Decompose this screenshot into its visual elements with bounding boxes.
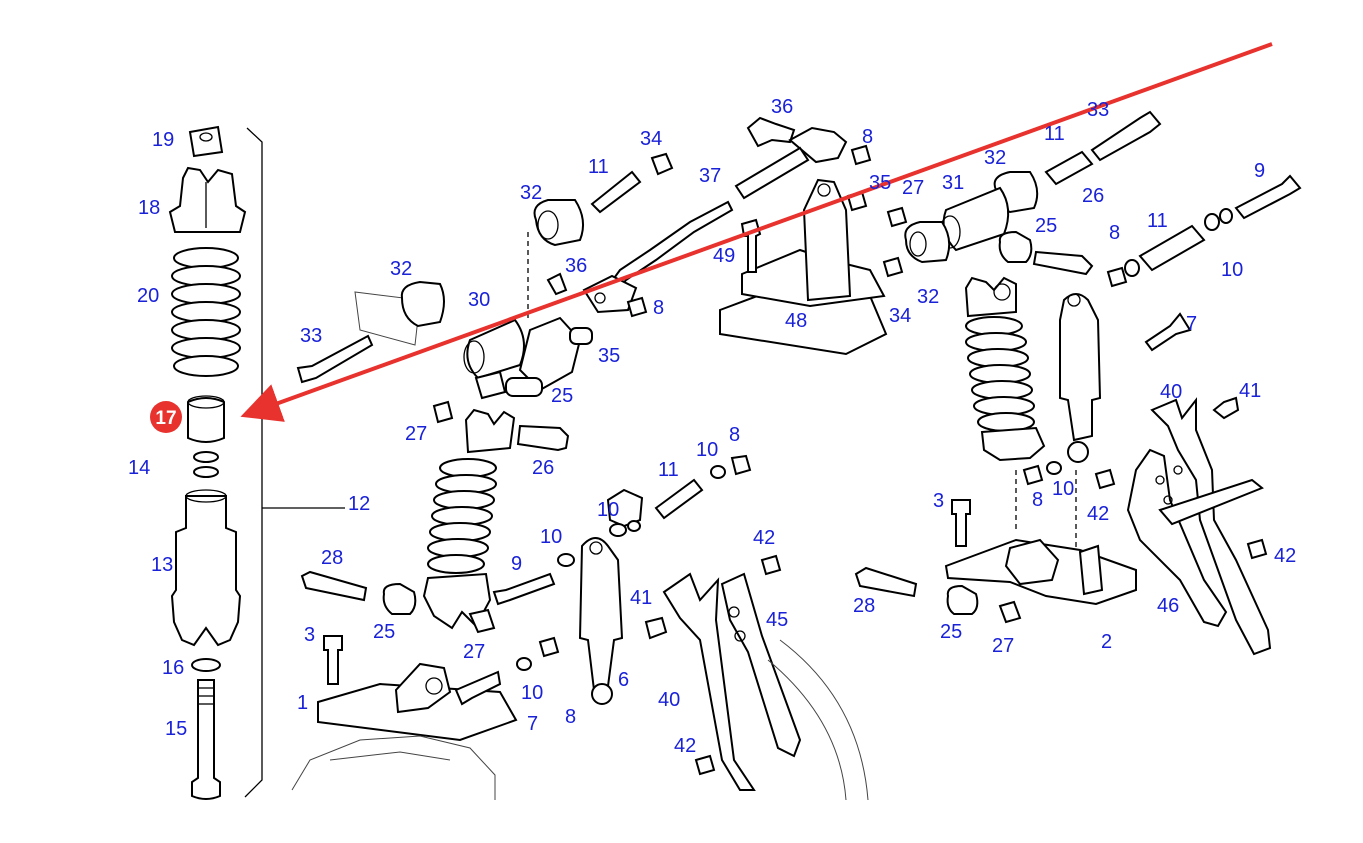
center-brackets [644,554,869,801]
callout-13: 13 [151,554,173,576]
right-lower-base [854,499,1137,624]
callout-11-c: 11 [1044,123,1065,145]
callout-11-b: 11 [658,459,679,481]
callout-42-b: 42 [674,735,696,757]
callout-25-b: 25 [373,621,395,643]
callout-26-b: 26 [1082,185,1104,207]
spring-center [427,458,497,574]
callout-16: 16 [162,657,184,679]
callout-1: 1 [297,692,308,714]
center-shock-assembly [492,454,752,705]
callout-35-a: 35 [598,345,620,367]
callout-40-b: 40 [1160,381,1182,403]
callout-10-d: 10 [521,682,543,704]
left-exploded-stack [168,125,345,800]
callout-33: 33 [300,325,322,347]
callout-28-a: 28 [321,547,343,569]
callout-8-e: 8 [1109,222,1120,244]
callout-9-a: 9 [511,553,522,575]
highlight-arrow [240,42,1273,422]
callout-25-c: 25 [1035,215,1057,237]
callout-32-a: 32 [390,258,412,280]
callout-34-b: 34 [889,305,911,327]
callout-30: 30 [468,289,490,311]
callout-33-b: 33 [1087,99,1109,121]
callout-8-a: 8 [653,297,664,319]
callout-10-e: 10 [1221,259,1243,281]
spring-right [965,316,1035,432]
callout-42-d: 42 [1274,545,1296,567]
callout-8-b: 8 [862,126,873,148]
callout-40-a: 40 [658,689,680,711]
center-strut-assembly [291,400,570,800]
callout-12: 12 [348,493,370,515]
callout-26-a: 26 [532,457,554,479]
upper-center-bracket [719,116,888,356]
callout-36-b: 36 [771,96,793,118]
callout-28-b: 28 [853,595,875,617]
callout-11-d: 11 [1147,210,1168,232]
callout-37: 37 [699,165,721,187]
callout-41-a: 41 [630,587,652,609]
callout-6: 6 [618,669,629,691]
center-left-assembly [296,152,734,400]
callout-7-b: 7 [1186,313,1197,335]
callout-8-d: 8 [565,706,576,728]
spring-20 [171,247,241,377]
callout-32-b: 32 [520,182,542,204]
callout-34-a: 34 [640,128,662,150]
callout-42-c: 42 [1087,503,1109,525]
right-brackets [1126,396,1272,656]
callout-3-b: 3 [933,490,944,512]
highlight-badge-circle[interactable] [150,401,182,433]
callout-27-a: 27 [405,423,427,445]
callout-labels: 19 18 20 14 13 16 15 12 33 32 30 32 11 3… [128,96,1296,757]
callout-9-b: 9 [1254,160,1265,182]
callout-42-a: 42 [753,527,775,549]
callout-27-d: 27 [992,635,1014,657]
right-upper-assembly [882,110,1302,352]
highlight-badge[interactable]: 17 [150,401,182,433]
callout-32-d: 32 [917,286,939,308]
callout-25-a: 25 [551,385,573,407]
callout-3-a: 3 [304,624,315,646]
callout-46: 46 [1157,595,1179,617]
callout-45: 45 [766,609,788,631]
callout-25-d: 25 [940,621,962,643]
callout-20: 20 [137,285,159,307]
callout-8-f: 8 [1032,489,1043,511]
callout-11-a: 11 [588,156,609,178]
callout-10-b: 10 [597,499,619,521]
callout-48: 48 [785,310,807,332]
callout-15: 15 [165,718,187,740]
callout-10-c: 10 [696,439,718,461]
callout-41-b: 41 [1239,380,1261,402]
callout-27-c: 27 [902,177,924,199]
callout-31: 31 [942,172,964,194]
right-strut-assembly [964,276,1116,550]
callout-2: 2 [1101,631,1112,653]
callout-10-f: 10 [1052,478,1074,500]
highlight-badge-label[interactable]: 17 [155,408,176,429]
callout-8-c: 8 [729,424,740,446]
callout-36-a: 36 [565,255,587,277]
callout-32-c: 32 [984,147,1006,169]
callout-7-a: 7 [527,713,538,735]
callout-27-b: 27 [463,641,485,663]
callout-18: 18 [138,197,160,219]
callout-10-a: 10 [540,526,562,548]
callout-49: 49 [713,245,735,267]
callout-14: 14 [128,457,150,479]
callout-19: 19 [152,129,174,151]
callout-35-b: 35 [869,172,891,194]
